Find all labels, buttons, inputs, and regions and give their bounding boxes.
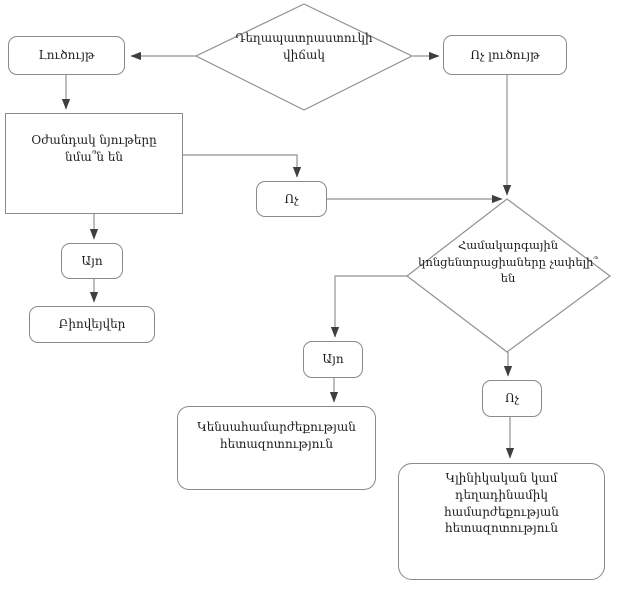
node-bioequivalence-study: Կենսահամարժեքության հետազոտություն [177, 406, 376, 490]
drug-state-diamond-label: Դեղապատրաստուկի վիճակ [235, 31, 373, 63]
node-excipients-question: Օժանդակ նյութերը նմա՞ն են [5, 113, 183, 214]
connector-excipients-to-no [183, 154, 302, 178]
node-not-solution: Ոչ լուծույթ [443, 35, 567, 75]
node-excipients-label: Օժանդակ նյութերը նմա՞ն են [31, 133, 157, 164]
node-no-center: Ոչ [256, 181, 327, 217]
node-clinical-label: Կլինիկական կամ դեղադինամիկ համարժեքությա… [444, 471, 559, 536]
node-no-center-label: Ոչ [284, 191, 299, 206]
node-no-right-label: Ոչ [505, 391, 519, 406]
node-yes-mid: Այո [303, 341, 363, 378]
concentrations-diamond-shape [406, 198, 612, 353]
drug-state-diamond-shape [194, 3, 414, 111]
node-biowaiver: Բիովեյվեր [29, 306, 155, 343]
node-no-right: Ոչ [482, 380, 542, 417]
node-yes-left-label: Այո [81, 253, 103, 268]
node-bioequivalence-label: Կենսահամարժեքության հետազոտություն [197, 420, 356, 451]
node-clinical-study: Կլինիկական կամ դեղադինամիկ համարժեքությա… [398, 463, 605, 580]
node-solution-label: Լուծույթ [38, 48, 95, 63]
node-yes-mid-label: Այո [322, 352, 344, 367]
node-not-solution-label: Ոչ լուծույթ [470, 47, 540, 62]
connector-concentrations-to-yes-mid [330, 275, 407, 338]
concentrations-diamond-label: Համակարգային կոնցենտրացիաները չափելի՞ են [418, 238, 598, 286]
node-yes-left: Այո [61, 243, 123, 279]
node-solution: Լուծույթ [8, 36, 125, 75]
node-biowaiver-label: Բիովեյվեր [58, 317, 126, 332]
